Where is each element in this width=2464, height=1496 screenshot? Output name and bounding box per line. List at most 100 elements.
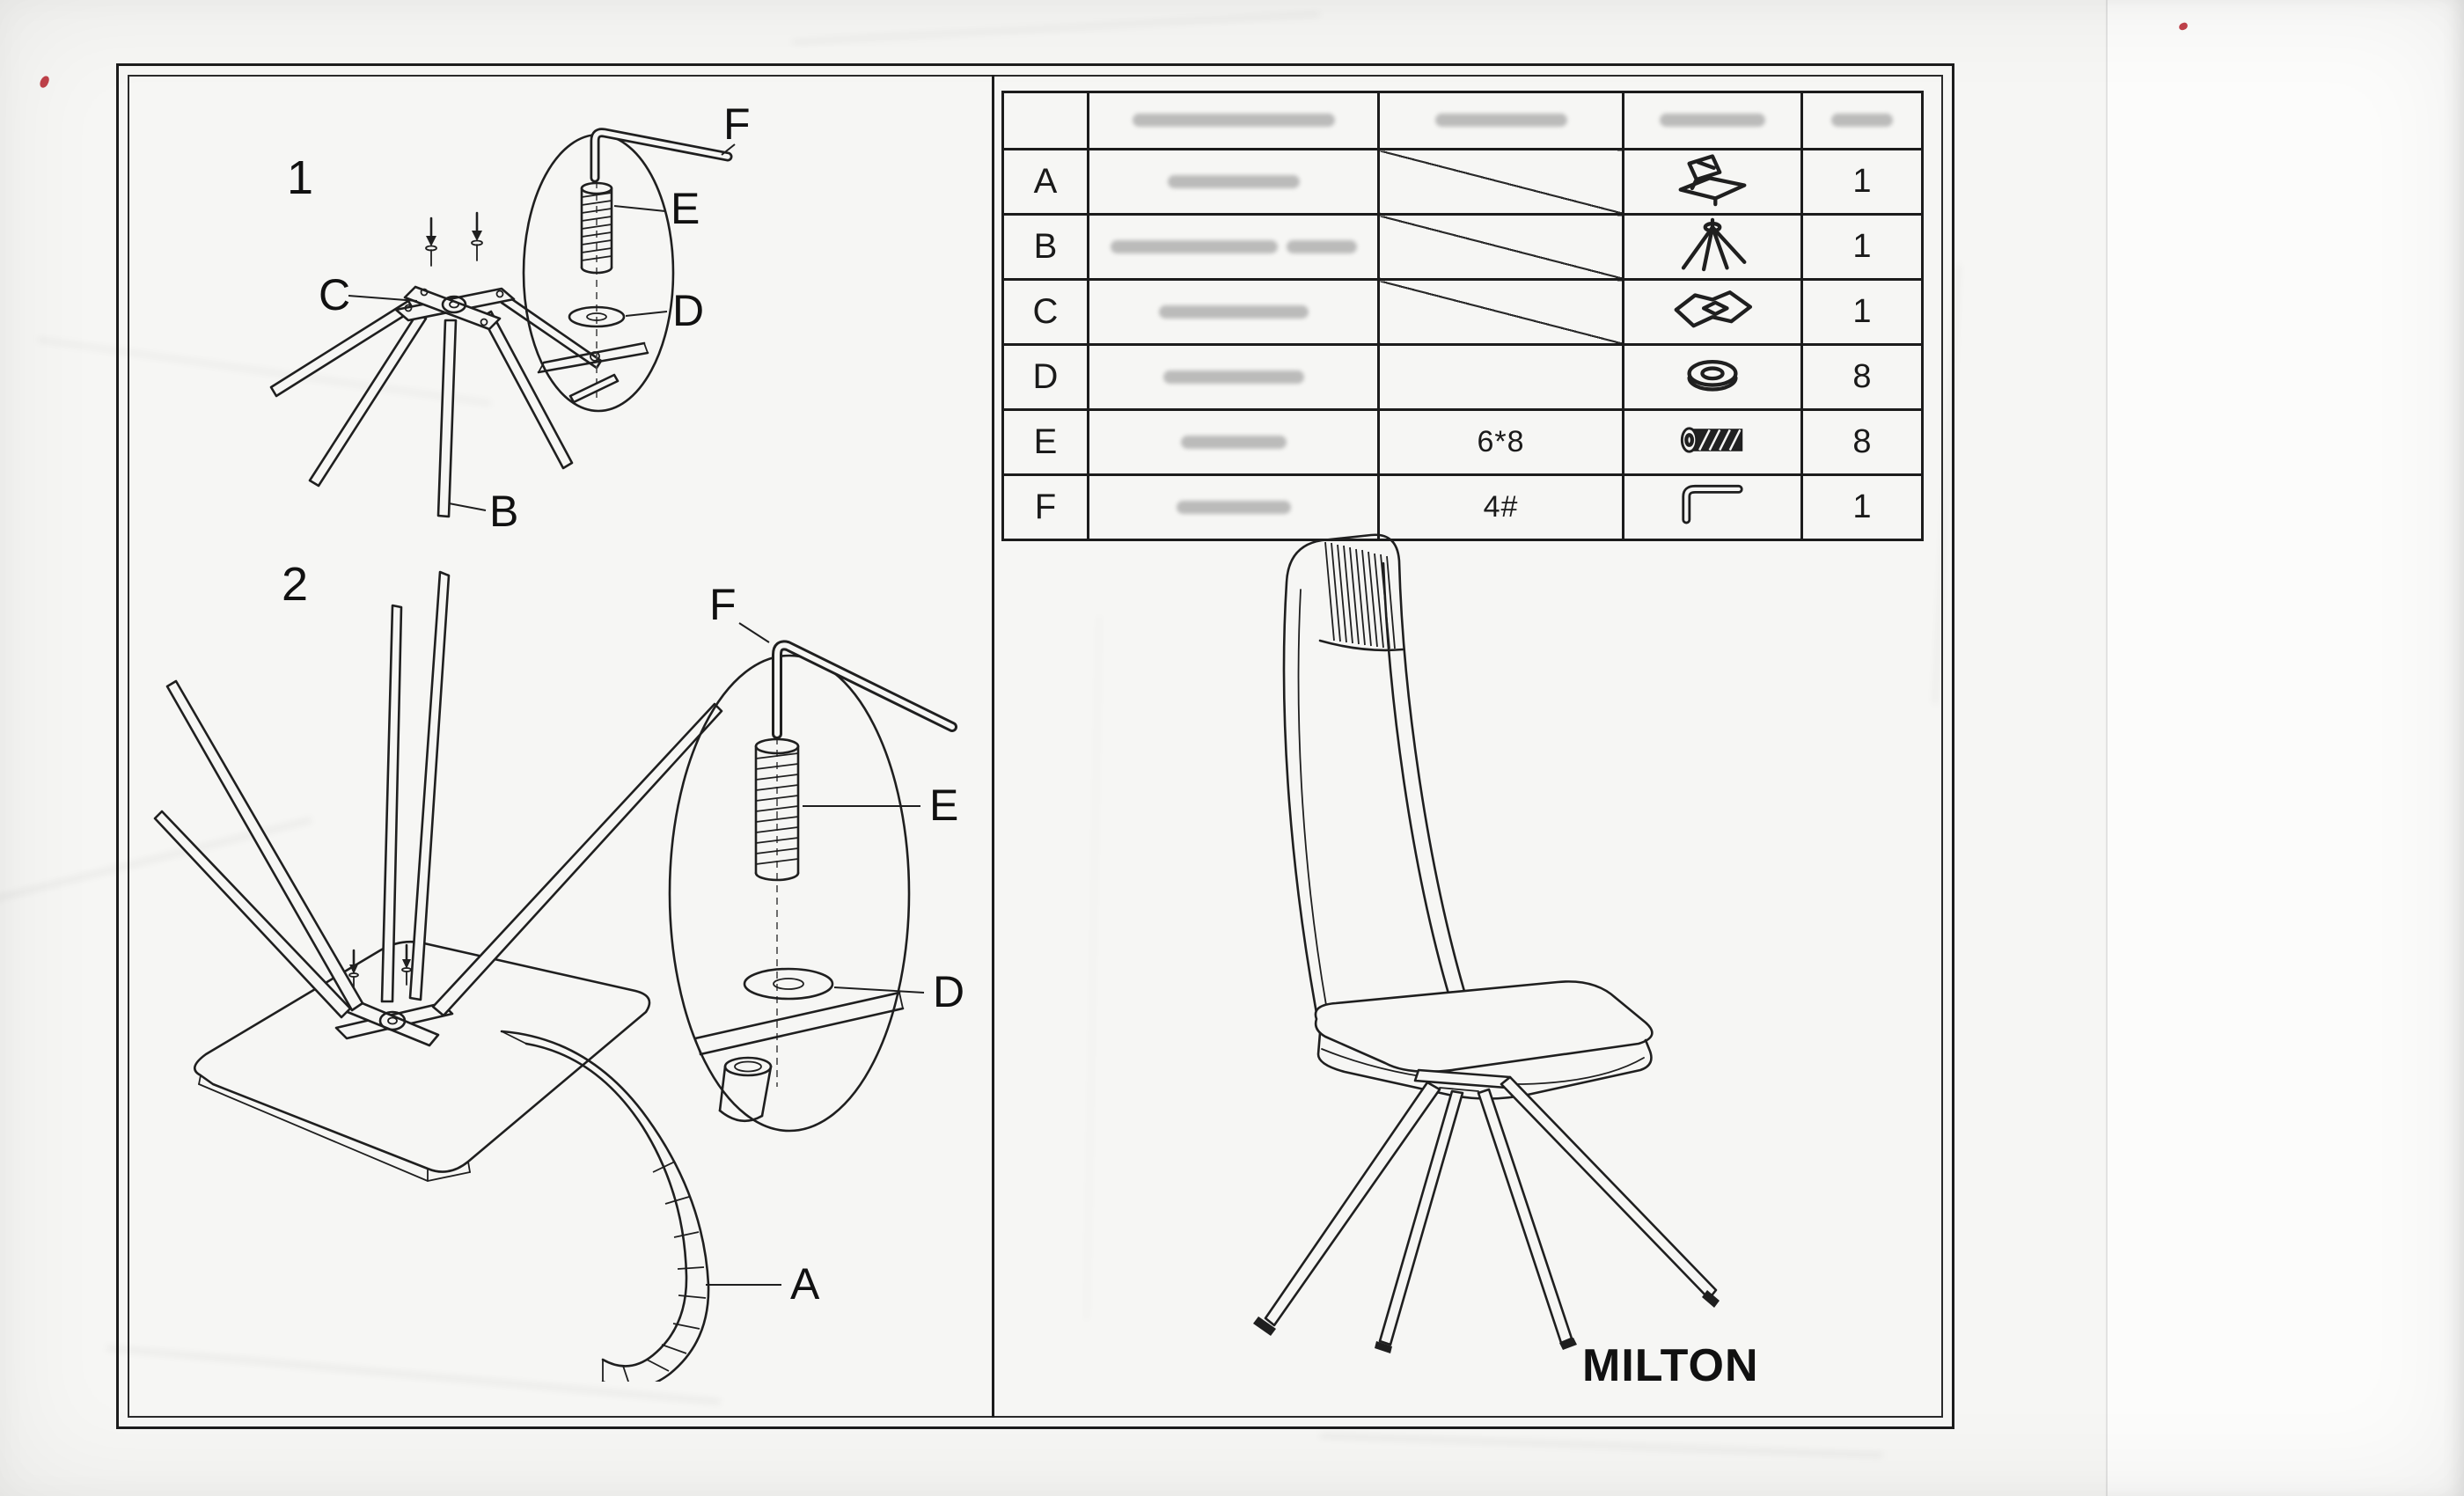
header-cell — [1087, 91, 1380, 150]
thread-hatching — [755, 752, 799, 865]
header-cell — [1800, 91, 1924, 150]
panel-divider — [992, 75, 994, 1418]
sheet-inner-border — [128, 75, 1943, 1418]
illegible-text — [1158, 304, 1309, 319]
allen-key-part-icon — [1682, 484, 1743, 524]
thread-hatching — [581, 192, 612, 261]
table-row: D 8 — [1001, 343, 1924, 411]
bracket-part-icon — [1674, 290, 1753, 328]
part-description — [1087, 148, 1380, 216]
part-description — [1087, 278, 1380, 346]
callout-c: C — [319, 270, 350, 319]
callout-d: D — [933, 967, 964, 1016]
leader-line — [448, 502, 487, 511]
step2-diagram: 2 — [153, 558, 964, 1382]
part-spec — [1377, 213, 1624, 281]
legs-part-icon — [1681, 217, 1747, 272]
base-assembly — [269, 211, 603, 518]
part-qty: 1 — [1800, 213, 1924, 281]
headrest-hatching — [1324, 541, 1396, 649]
scan-artifact — [38, 74, 51, 90]
callout-f: F — [723, 106, 751, 149]
sheet-border — [116, 63, 1954, 1429]
hardware-detail-bubble — [522, 128, 733, 413]
leader-line — [833, 986, 925, 994]
scan-artifact — [2178, 21, 2189, 32]
illegible-text — [1162, 370, 1304, 384]
table-row: B 1 — [1001, 213, 1924, 281]
part-icon-cell — [1622, 343, 1803, 411]
part-icon-cell — [1622, 408, 1803, 476]
part-qty: 1 — [1800, 278, 1924, 346]
part-description — [1087, 473, 1380, 541]
illegible-text — [1167, 174, 1300, 188]
illegible-text — [1831, 114, 1893, 128]
part-qty: 8 — [1800, 343, 1924, 411]
chair-back — [1282, 533, 1470, 1024]
illegible-text — [1660, 114, 1765, 128]
page-fold-edge — [2106, 0, 2464, 1496]
step2-number: 2 — [282, 558, 308, 611]
screw-icon — [401, 943, 412, 986]
part-letter: B — [1001, 213, 1089, 281]
screw-icon — [471, 211, 483, 261]
washer-part-icon — [1687, 360, 1738, 392]
legs — [153, 570, 723, 1019]
header-cell — [1377, 91, 1624, 150]
callout-f: F — [709, 580, 737, 629]
part-icon-cell — [1622, 473, 1803, 541]
part-description — [1087, 213, 1380, 281]
backrest-shell — [500, 1030, 710, 1382]
step1-diagram: 1 — [269, 106, 751, 536]
leader-line — [625, 311, 668, 317]
header-cell — [1622, 91, 1803, 150]
part-letter: C — [1001, 278, 1089, 346]
part-letter: D — [1001, 343, 1089, 411]
screw-icon — [348, 949, 359, 991]
seat-part-icon — [1678, 154, 1747, 207]
part-qty: 8 — [1800, 408, 1924, 476]
leader-line — [738, 622, 770, 643]
part-letter: A — [1001, 148, 1089, 216]
table-row: A 1 — [1001, 148, 1924, 216]
part-letter: F — [1001, 473, 1089, 541]
chair-legs — [1253, 1068, 1720, 1353]
parts-table: A 1 B — [1001, 91, 1924, 541]
part-letter: E — [1001, 408, 1089, 476]
leader-line — [613, 205, 666, 212]
callout-a: A — [790, 1259, 820, 1309]
table-row: C 1 — [1001, 278, 1924, 346]
part-icon-cell — [1622, 148, 1803, 216]
table-row: F 4# 1 — [1001, 473, 1924, 541]
bolt-part-icon — [1680, 427, 1743, 453]
leader-line — [348, 295, 418, 302]
callout-d: D — [672, 286, 704, 335]
mount-bracket — [334, 943, 454, 1047]
part-spec — [1377, 278, 1624, 346]
part-spec: 4# — [1377, 473, 1624, 541]
header-cell — [1001, 91, 1089, 150]
callout-b: B — [489, 487, 518, 536]
table-row: E 6*8 8 — [1001, 408, 1924, 476]
part-icon-cell — [1622, 278, 1803, 346]
part-spec — [1377, 148, 1624, 216]
shell-hatching — [622, 1161, 707, 1382]
paper-crease — [792, 12, 1320, 44]
product-name: MILTON — [1582, 1340, 1759, 1391]
part-qty: 1 — [1800, 148, 1924, 216]
illegible-text — [1132, 114, 1335, 128]
paper-crease — [1320, 1433, 1883, 1458]
callout-e: E — [929, 781, 958, 830]
part-description — [1087, 408, 1380, 476]
part-spec — [1377, 343, 1624, 411]
illegible-text — [1110, 239, 1278, 253]
illegible-text — [1286, 239, 1357, 253]
illegible-text — [1180, 435, 1287, 449]
part-description — [1087, 343, 1380, 411]
screw-icon — [425, 216, 437, 267]
part-spec: 6*8 — [1377, 408, 1624, 476]
part-icon-cell — [1622, 213, 1803, 281]
callout-e: E — [671, 184, 700, 233]
illegible-text — [1176, 500, 1291, 514]
